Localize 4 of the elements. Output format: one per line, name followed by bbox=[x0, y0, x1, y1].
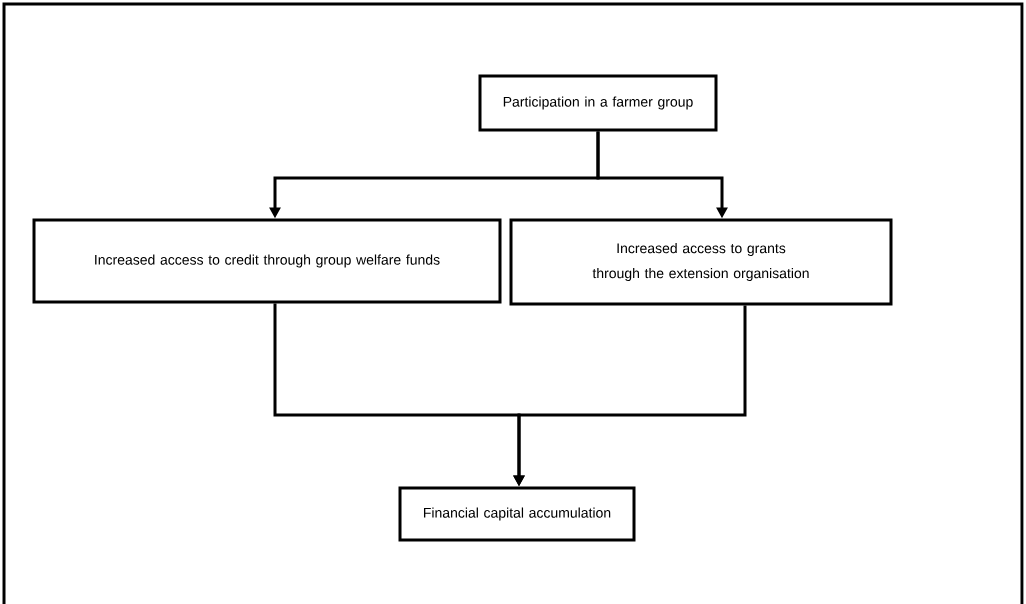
process-box: Increased access to grants through the extension organisation bbox=[509, 218, 893, 306]
process-box: Participation in a farmer group bbox=[478, 74, 718, 132]
process-box: Financial capital accumulation bbox=[398, 486, 636, 542]
process-box: Increased access to credit through group welfare funds bbox=[32, 218, 502, 304]
